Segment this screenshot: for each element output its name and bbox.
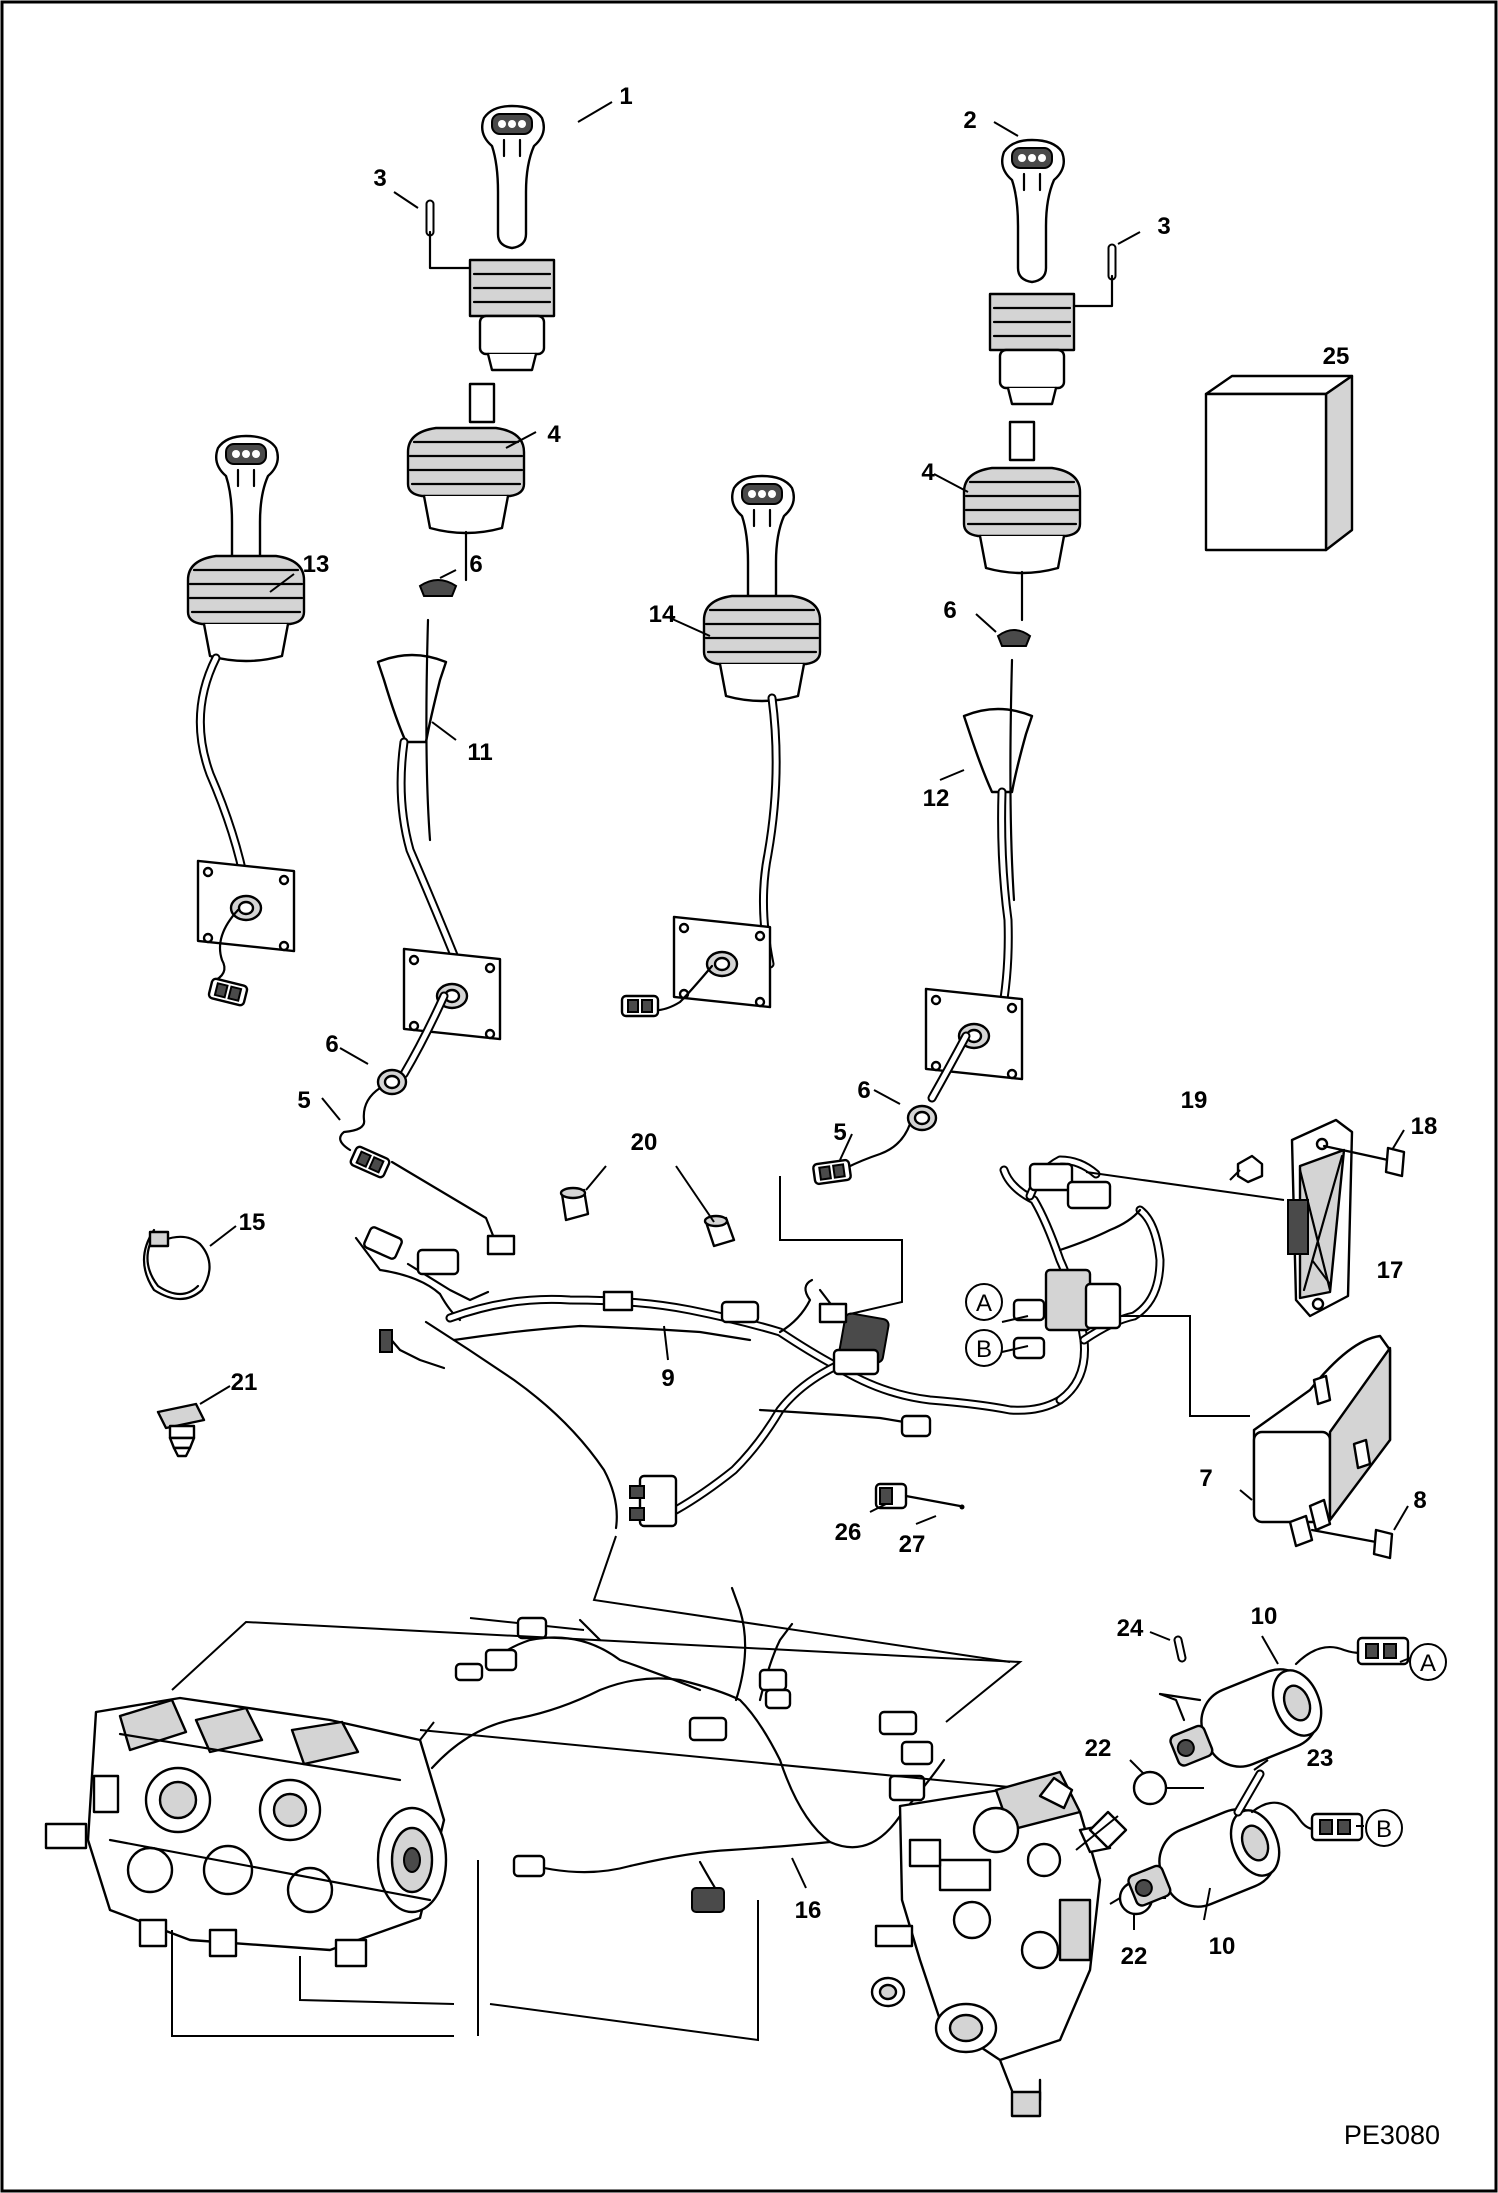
- callout-19: 19: [1181, 1087, 1208, 1114]
- wire-5-right: [844, 1122, 912, 1170]
- callout-26: 26: [835, 1519, 862, 1546]
- joystick-handle-2: [988, 138, 1076, 406]
- callout-6-upper-left: 6: [469, 551, 482, 578]
- controller-7: [1252, 1334, 1392, 1548]
- callout-3-left: 3: [373, 165, 386, 192]
- callout-5-right: 5: [833, 1119, 846, 1146]
- grommet-6-lower-left: [376, 1068, 408, 1096]
- callout-5-left: 5: [297, 1087, 310, 1114]
- callout-10-lower: 10: [1209, 1933, 1236, 1960]
- svg-text:B: B: [1376, 1816, 1392, 1843]
- callout-22-lower: 22: [1121, 1943, 1148, 1970]
- lead-to-harness-right: [927, 1031, 971, 1103]
- svg-text:A: A: [1420, 1650, 1436, 1677]
- callout-10-upper: 10: [1251, 1603, 1278, 1630]
- pump-harness-16: [430, 1586, 946, 1913]
- callout-15: 15: [239, 1209, 266, 1236]
- control-valve: [870, 1770, 1128, 2118]
- mount-plate-12: [924, 987, 1024, 1081]
- connector-5-left: [348, 1144, 392, 1180]
- bumper-20-left: [559, 1186, 590, 1222]
- terminal-pin-27: [904, 1494, 965, 1510]
- grommet-6-lower-right: [906, 1104, 938, 1132]
- svg-text:B: B: [976, 1336, 992, 1363]
- callout-17: 17: [1377, 1257, 1404, 1284]
- grommet-6-upper-left: [418, 579, 458, 597]
- connection-tag-a-solenoid: A: [1409, 1643, 1447, 1681]
- routing-leaders: [469, 1171, 1285, 1663]
- harness-connector-cluster: [363, 1162, 1122, 1528]
- joystick-assembly-14: [702, 474, 822, 969]
- cable-sleeve-11: [376, 618, 469, 985]
- wire-5-left: [339, 1086, 382, 1152]
- boot-4-left: [406, 426, 526, 582]
- callout-2: 2: [963, 107, 976, 134]
- callout-leaders: [199, 101, 1411, 1930]
- callout-6-upper-right: 6: [943, 597, 956, 624]
- cable-tie-15: [143, 1228, 211, 1301]
- callout-24: 24: [1117, 1615, 1144, 1642]
- boot-4-right: [962, 466, 1082, 622]
- connection-tag-a-harness: A: [965, 1283, 1003, 1321]
- connector-13: [206, 976, 250, 1008]
- callout-20: 20: [631, 1129, 658, 1156]
- callout-16: 16: [795, 1897, 822, 1924]
- joystick-handle-1: [468, 104, 556, 372]
- joystick-assembly-13: [186, 434, 306, 893]
- o-ring-22-upper: [1132, 1770, 1168, 1806]
- callout-21: 21: [231, 1369, 258, 1396]
- callout-9: 9: [661, 1365, 674, 1392]
- connection-tag-b-harness: B: [965, 1329, 1003, 1367]
- callout-12: 12: [923, 785, 950, 812]
- callout-18: 18: [1411, 1113, 1438, 1140]
- callout-6-lower-left: 6: [325, 1031, 338, 1058]
- shaft-coupler-1: [468, 382, 496, 424]
- callout-13: 13: [303, 551, 330, 578]
- callout-numbers: 1 2 3 3 4 4 5 5 6 6 6 6 7 8 9 10 10 11 1…: [231, 83, 1438, 1970]
- lead-to-harness-left: [399, 991, 449, 1079]
- figure-reference-code: PE3080: [1344, 2120, 1440, 2150]
- connection-tag-b-solenoid: B: [1365, 1809, 1403, 1847]
- callout-7: 7: [1199, 1465, 1212, 1492]
- connector-body-26: [874, 1482, 908, 1510]
- connector-14: [620, 994, 660, 1018]
- callout-1: 1: [619, 83, 632, 110]
- solenoid-wires: [1250, 1636, 1410, 1842]
- mount-plate-11: [402, 947, 502, 1041]
- callout-22-upper: 22: [1085, 1735, 1112, 1762]
- bracket-17: [1287, 1118, 1354, 1318]
- pin-3-right: [1072, 243, 1117, 308]
- callout-4-right: 4: [921, 459, 935, 486]
- mount-plate-13: [196, 859, 296, 953]
- push-fastener-21: [156, 1402, 206, 1458]
- nut-19: [1236, 1154, 1264, 1184]
- callout-14: 14: [649, 601, 676, 628]
- lead-13: [210, 908, 240, 984]
- grommet-6-upper-right: [996, 629, 1032, 647]
- pump-leaders: [171, 1620, 1023, 2042]
- cable-sleeve-12: [962, 658, 1034, 1035]
- hydrostatic-pump: [44, 1696, 448, 1968]
- callout-8: 8: [1413, 1487, 1426, 1514]
- screw-23: [1233, 1769, 1265, 1817]
- svg-text:A: A: [976, 1290, 992, 1317]
- callout-3-right: 3: [1157, 213, 1170, 240]
- callout-4-left: 4: [547, 421, 561, 448]
- connector-5-right: [811, 1158, 853, 1186]
- bumper-20-right: [703, 1214, 736, 1248]
- pin-3-left: [425, 199, 472, 270]
- control-module-25: [1204, 374, 1354, 552]
- callout-23: 23: [1307, 1745, 1334, 1772]
- callout-11: 11: [467, 739, 492, 766]
- callout-27: 27: [899, 1531, 926, 1558]
- bolt-8: [1310, 1528, 1394, 1560]
- screw-24: [1158, 1635, 1202, 1722]
- callout-6-lower-right: 6: [857, 1077, 870, 1104]
- bolt-18: [1322, 1144, 1406, 1178]
- callout-25: 25: [1323, 343, 1350, 370]
- shaft-coupler-2: [1008, 420, 1036, 462]
